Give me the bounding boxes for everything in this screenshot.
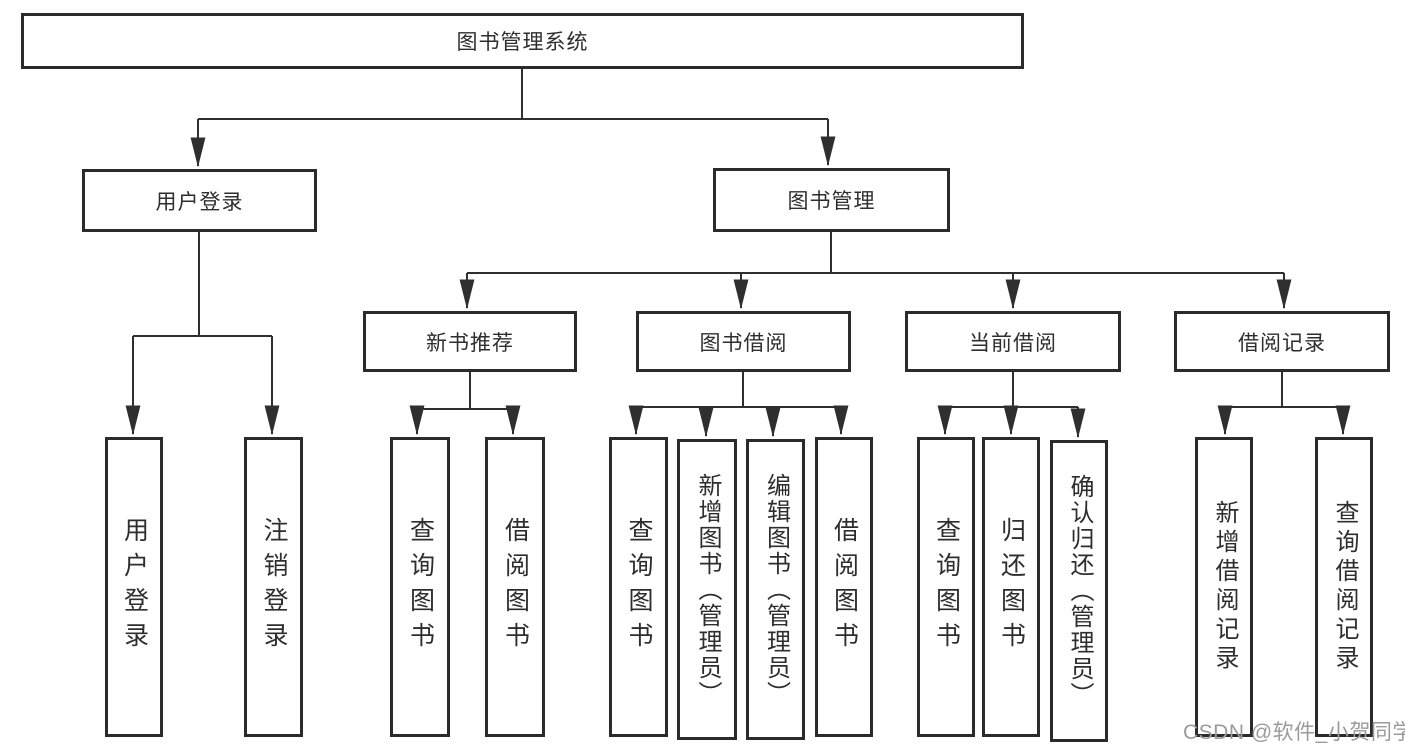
leaf-query-books-2-label: 查询图书 xyxy=(625,517,653,657)
node-root: 图书管理系统 xyxy=(21,13,1024,69)
leaf-query-books-1-label: 查询图书 xyxy=(406,517,435,657)
leaf-borrow-books-1: 借阅图书 xyxy=(485,437,545,737)
node-book-management-label: 图书管理 xyxy=(787,190,876,213)
connector-book-management-trunk xyxy=(467,232,1284,274)
node-book-management: 图书管理 xyxy=(713,168,950,232)
leaf-query-books-1: 查询图书 xyxy=(390,437,450,737)
node-new-book-recommend: 新书推荐 xyxy=(363,311,577,372)
node-book-borrow: 图书借阅 xyxy=(636,311,851,372)
node-borrow-records-label: 借阅记录 xyxy=(1238,331,1326,355)
leaf-query-books-2: 查询图书 xyxy=(609,437,668,737)
node-current-borrow: 当前借阅 xyxy=(905,311,1121,372)
leaf-add-books: 新增图书（管理员） xyxy=(677,439,737,740)
leaf-borrow-books-1-label: 借阅图书 xyxy=(501,517,530,657)
leaf-add-borrow-record-label: 新增借阅记录 xyxy=(1211,500,1238,674)
leaf-return-books: 归还图书 xyxy=(982,437,1040,737)
connector-current-borrow-trunk xyxy=(945,372,1078,408)
leaf-add-books-label: 新增图书（管理员） xyxy=(694,472,721,707)
leaf-query-books-3: 查询图书 xyxy=(917,437,975,737)
leaf-borrow-books-2: 借阅图书 xyxy=(815,437,873,737)
node-current-borrow-label: 当前借阅 xyxy=(969,331,1057,355)
leaf-borrow-books-2-label: 借阅图书 xyxy=(830,517,859,657)
node-user-login-branch: 用户登录 xyxy=(82,169,317,232)
connector-new-book-recommend-trunk xyxy=(417,372,513,410)
leaf-confirm-return-label: 确认归还（管理员） xyxy=(1066,474,1093,708)
leaf-edit-books: 编辑图书（管理员） xyxy=(746,439,805,740)
leaf-edit-books-label: 编辑图书（管理员） xyxy=(762,472,790,707)
leaf-return-books-label: 归还图书 xyxy=(997,517,1026,657)
node-user-login-branch-label: 用户登录 xyxy=(155,190,244,214)
connector-borrow-records-trunk xyxy=(1225,372,1343,408)
leaf-logout-label: 注销登录 xyxy=(260,517,288,657)
node-book-borrow-label: 图书借阅 xyxy=(699,331,788,355)
csdn-watermark: CSDN @软件_小贺同学 xyxy=(1183,721,1405,744)
leaf-add-borrow-record: 新增借阅记录 xyxy=(1195,437,1253,737)
leaf-query-books-3-label: 查询图书 xyxy=(932,517,961,657)
connector-book-borrow-trunk xyxy=(636,372,841,408)
node-root-label: 图书管理系统 xyxy=(456,31,589,54)
connector-root-trunk xyxy=(198,69,828,120)
leaf-query-borrow-record-label: 查询借阅记录 xyxy=(1331,500,1358,674)
leaf-query-borrow-record: 查询借阅记录 xyxy=(1315,437,1373,737)
connector-user-login-trunk xyxy=(133,232,272,337)
leaf-logout: 注销登录 xyxy=(244,437,303,737)
leaf-user-login-label: 用户登录 xyxy=(120,517,149,657)
leaf-confirm-return: 确认归还（管理员） xyxy=(1050,440,1108,742)
node-new-book-recommend-label: 新书推荐 xyxy=(426,331,514,355)
leaf-user-login: 用户登录 xyxy=(105,437,163,737)
node-borrow-records: 借阅记录 xyxy=(1174,311,1390,372)
